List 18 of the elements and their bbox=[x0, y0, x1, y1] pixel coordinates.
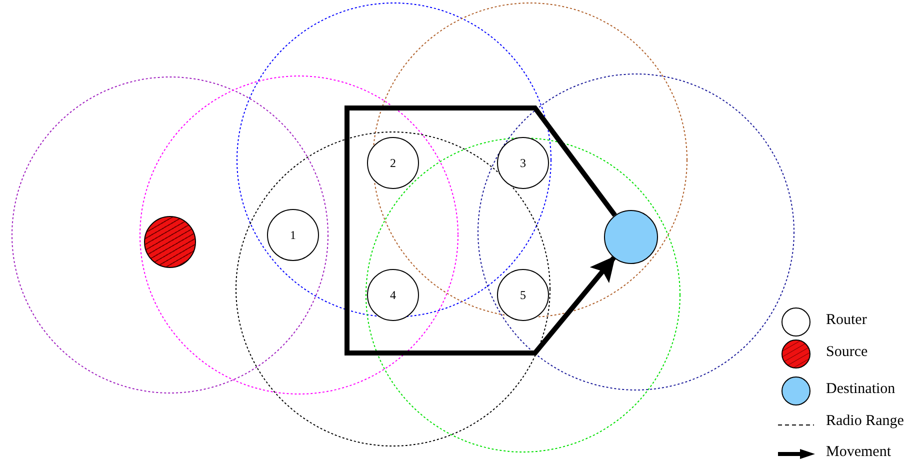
node-number: 3 bbox=[520, 156, 526, 170]
destination-node bbox=[604, 210, 658, 264]
node-number: 1 bbox=[290, 228, 296, 242]
node-number: 4 bbox=[390, 288, 396, 302]
legend-label: Destination bbox=[826, 381, 896, 398]
source-node bbox=[144, 216, 196, 268]
node-number: 2 bbox=[390, 156, 396, 170]
node-number: 5 bbox=[520, 288, 526, 302]
legend-label: Radio Range bbox=[826, 413, 904, 430]
legend-label: Source bbox=[826, 344, 868, 361]
movement-path-arrow bbox=[344, 106, 617, 356]
router-node bbox=[367, 269, 419, 321]
router-node bbox=[367, 137, 419, 189]
legend-label: Router bbox=[826, 312, 867, 329]
router-node bbox=[267, 209, 319, 261]
router-node bbox=[497, 137, 549, 189]
router-node bbox=[497, 269, 549, 321]
legend-label: Movement bbox=[826, 444, 891, 461]
